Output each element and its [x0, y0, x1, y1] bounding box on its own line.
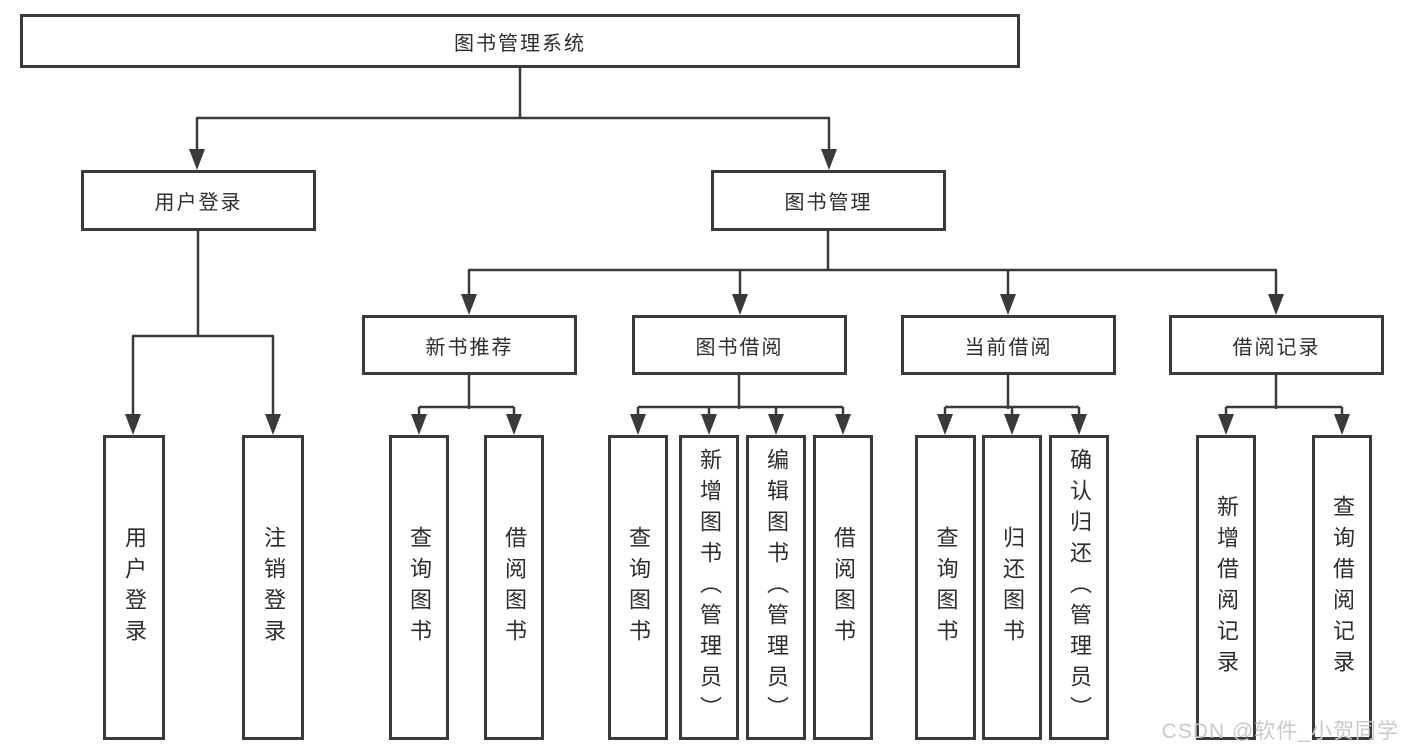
node-leaf-confirm-return-admin: 确认归还（管理员）	[1049, 435, 1109, 740]
leaf-label: 归还图书	[1000, 525, 1025, 650]
node-leaf-return-books: 归还图书	[982, 435, 1042, 740]
node-current-borrowing: 当前借阅	[901, 315, 1116, 375]
node-leaf-user-login: 用户登录	[103, 435, 165, 740]
node-leaf-borrow-books-2: 借阅图书	[813, 435, 873, 740]
node-leaf-borrow-books-1: 借阅图书	[484, 435, 544, 740]
node-leaf-add-borrow-record: 新增借阅记录	[1196, 435, 1256, 740]
csdn-watermark: CSDN @软件_小贺同学	[1161, 720, 1399, 743]
leaf-label: 编辑图书（管理员）	[764, 448, 789, 727]
node-leaf-query-books-3: 查询图书	[915, 435, 976, 740]
node-leaf-query-books-2: 查询图书	[608, 435, 668, 740]
node-book-borrowing: 图书借阅	[632, 315, 847, 375]
node-root-library-management-system: 图书管理系统	[20, 14, 1020, 68]
leaf-label: 用户登录	[122, 525, 147, 650]
leaf-label: 查询图书	[407, 525, 432, 650]
leaf-label: 新增图书（管理员）	[697, 448, 722, 727]
node-new-book-recommendation: 新书推荐	[362, 315, 577, 375]
leaf-label: 查询图书	[626, 525, 651, 650]
node-leaf-add-books-admin: 新增图书（管理员）	[679, 435, 739, 740]
leaf-label: 借阅图书	[502, 525, 527, 650]
node-leaf-logout: 注销登录	[242, 435, 304, 740]
leaf-label: 确认归还（管理员）	[1067, 448, 1092, 727]
leaf-label: 查询图书	[933, 525, 959, 650]
node-user-login-branch: 用户登录	[81, 170, 316, 231]
node-leaf-query-borrow-record: 查询借阅记录	[1312, 435, 1372, 740]
leaf-label: 新增借阅记录	[1214, 494, 1239, 681]
arrowheads	[125, 149, 1350, 435]
node-leaf-edit-books-admin: 编辑图书（管理员）	[746, 435, 806, 740]
node-book-management-branch: 图书管理	[711, 170, 946, 231]
leaf-label: 查询借阅记录	[1330, 494, 1355, 681]
leaf-label: 注销登录	[261, 525, 286, 650]
node-borrowing-records: 借阅记录	[1169, 315, 1384, 375]
leaf-label: 借阅图书	[831, 525, 856, 650]
node-leaf-query-books-1: 查询图书	[389, 435, 449, 740]
